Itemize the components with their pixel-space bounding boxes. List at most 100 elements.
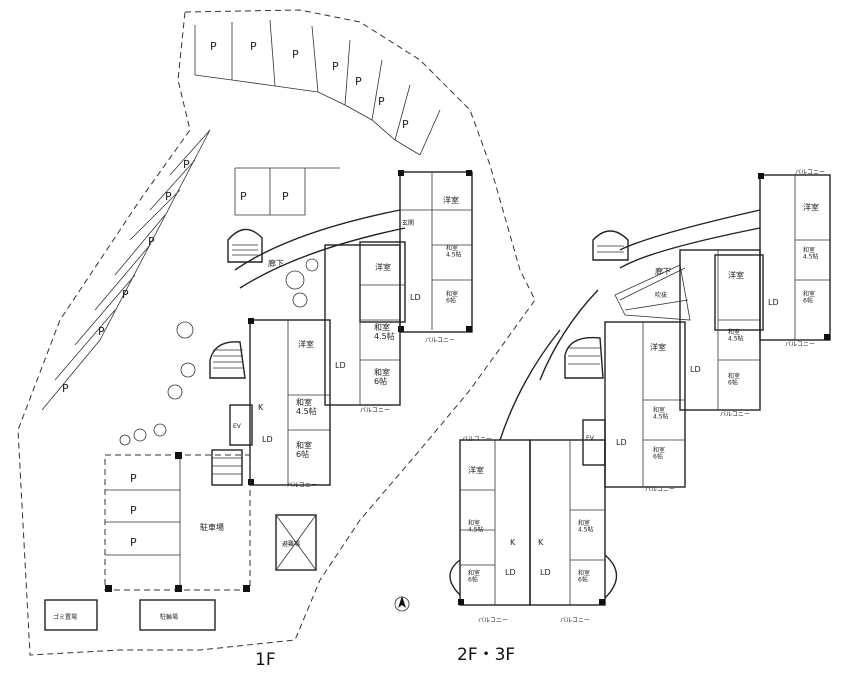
atrium: 吹抜 [614,264,691,321]
balcony-label: バルコニー [795,169,825,176]
north-arrow-icon [394,596,410,612]
parking-marker: P [332,60,339,73]
parking-marker: P [98,325,105,338]
balcony-label: バルコニー [478,617,508,624]
parking-marker: P [122,288,129,301]
corridor-upper [499,209,761,441]
stair-upper [592,230,629,261]
evacuation-area: 避難場 [275,514,317,571]
room-ld: LD [690,365,701,374]
stair-upper-left [564,336,604,379]
site-boundary-1f [17,9,536,656]
balcony-label: バルコニー [360,407,390,414]
parking-marker: P [130,536,137,549]
balcony-label: バルコニー [720,411,750,418]
room-kitchen: K [538,538,544,547]
parking-lot-label: 駐車場 [200,522,224,532]
atrium-label: 吹抜 [655,291,667,299]
room-western: 洋室 [375,262,391,272]
trees-1f [119,258,319,446]
room-ld: LD [540,568,551,577]
parking-marker: P [148,235,155,248]
parking-stalls-inner: P P [234,167,340,216]
room-ld: LD [616,438,627,447]
garbage-area: ゴミ置場 [44,599,98,631]
parking-marker: P [250,40,257,53]
parking-stalls-top: P P P P P P P [194,19,441,156]
room-ld: LD [410,293,421,302]
bicycle-parking: 駐輪場 [139,599,216,631]
entrance-label: 玄関 [402,219,414,227]
parking-marker: P [210,40,217,53]
parking-marker: P [165,190,172,203]
balcony-label: バルコニー [462,436,492,443]
parking-stalls-left: P P P P P P [41,129,211,411]
balcony-label: バルコニー [287,482,317,489]
balcony-label: バルコニー [645,486,675,493]
balcony-label: バルコニー [425,337,455,344]
room-western: 洋室 [728,270,744,280]
room-western: 洋室 [443,195,459,205]
room-ld: LD [505,568,516,577]
corridor-label-1f: 廊下 [268,258,284,268]
balcony-label: バルコニー [785,341,815,348]
corridor-1f [234,209,406,289]
parking-marker: P [292,48,299,61]
stair-bottom-1f [211,449,243,486]
parking-marker: P [240,190,247,203]
room-kitchen: K [510,538,516,547]
evacuation-label: 避難場 [282,540,300,548]
parking-marker: P [130,472,137,485]
balcony-label: バルコニー [560,617,590,624]
room-western: 洋室 [803,202,819,212]
room-western: 洋室 [298,339,314,349]
room-ld: LD [768,298,779,307]
corridor-label-upper: 廊下 [655,266,671,276]
parking-marker: P [402,118,409,131]
bicycle-parking-label: 駐輪場 [160,613,178,621]
parking-marker: P [378,95,385,108]
floor-label-1f: 1F [255,650,276,670]
room-ld: LD [335,361,346,370]
parking-marker: P [183,158,190,171]
garbage-label: ゴミ置場 [53,613,77,621]
parking-marker: P [355,75,362,88]
room-western: 洋室 [468,465,484,475]
ev-label: EV [586,435,595,442]
parking-marker: P [282,190,289,203]
room-western: 洋室 [650,342,666,352]
ev-label: EV [233,423,242,430]
parking-marker: P [130,504,137,517]
stair-top-1f [227,228,263,263]
parking-marker: P [62,382,69,395]
floor-label-upper: 2F・3F [457,645,516,665]
stair-left-1f [209,341,246,379]
parking-lot-1f: P P P 駐車場 [104,452,251,592]
room-kitchen: K [258,403,264,412]
room-ld: LD [262,435,273,444]
